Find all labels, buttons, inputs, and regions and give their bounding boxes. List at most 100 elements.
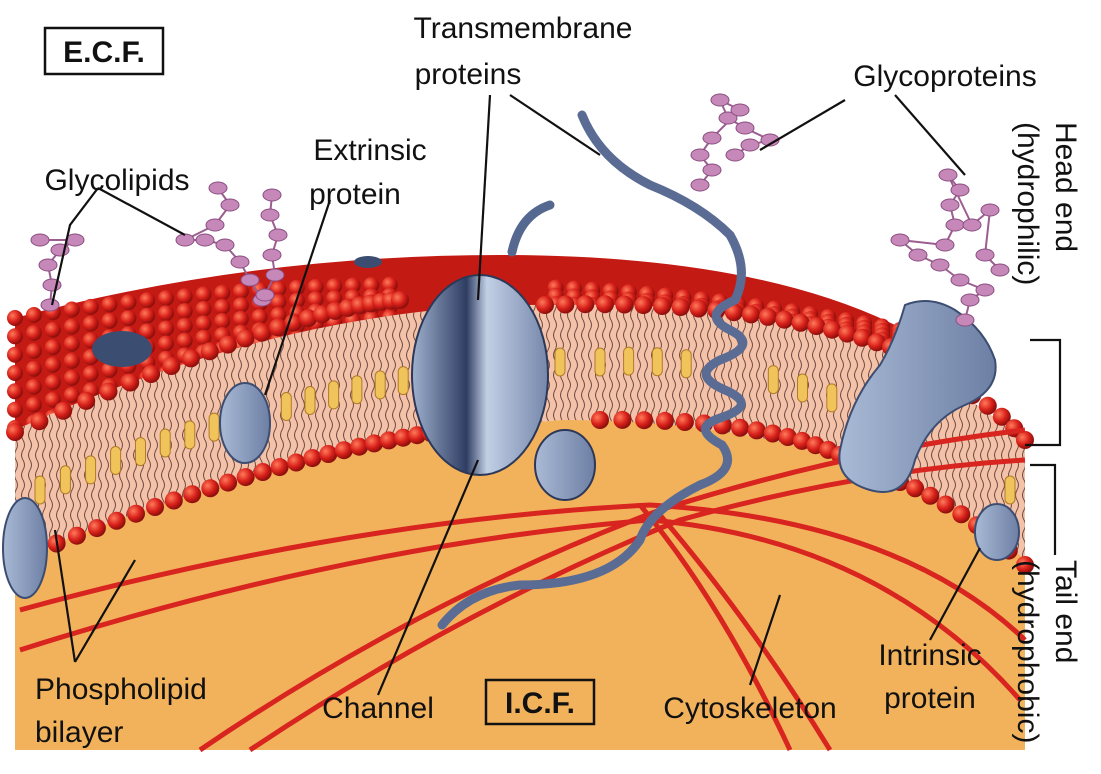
phospholipid-head [7, 347, 23, 363]
phospholipid-head [319, 445, 337, 463]
phospholipid-head [139, 308, 155, 324]
glycan-bead [703, 164, 721, 176]
glycan-bead [41, 299, 59, 311]
phospholipid-head [68, 527, 86, 545]
phospholipid-head [214, 299, 230, 315]
tail-end-label-2: (hydrophobic) [1011, 560, 1044, 743]
phospholipid-head [214, 313, 230, 329]
head-end-label-1: Head end [1049, 122, 1082, 252]
glycan-bead [263, 189, 281, 201]
glycan-bead [891, 234, 909, 246]
phospholipid-head [823, 321, 841, 339]
phospholipid-head [350, 438, 368, 456]
glycan-bead [209, 182, 227, 194]
cholesterol [1005, 476, 1015, 504]
phospholipid-head [26, 361, 42, 377]
phospholipid-head [335, 441, 353, 459]
glycan-bead [263, 249, 281, 261]
glycan-bead [269, 229, 287, 241]
phospholipid-head [64, 370, 80, 386]
glycan-bead [936, 239, 954, 251]
phospholipid-head [615, 296, 633, 314]
glycan-link [985, 210, 990, 255]
phospholipid-head [45, 339, 61, 355]
glycan-bead [703, 132, 721, 144]
cholesterol [160, 429, 170, 457]
phospholipid-head [121, 374, 139, 392]
phospholipid-head [952, 505, 970, 523]
intrinsic-label-2: protein [884, 682, 976, 715]
channel-label: Channel [322, 692, 434, 725]
phospholipid-label-2: bilayer [35, 716, 123, 749]
glycan-bead [731, 104, 749, 116]
phospholipid-head [937, 496, 955, 514]
phospholipid-head [807, 317, 825, 335]
tail-end-label-1: Tail end [1049, 560, 1082, 663]
phospholipid-head [635, 411, 653, 429]
cholesterol [305, 387, 315, 415]
phospholipid-head [219, 474, 237, 492]
phospholipid-head [158, 320, 174, 336]
phospholipid-head [6, 423, 24, 441]
phospholipid-head [656, 412, 674, 430]
phospholipid-head [214, 285, 230, 301]
glycan-bead [66, 234, 84, 246]
left-edge-protein [3, 498, 47, 598]
glycan-bead [736, 122, 754, 134]
phospholipid-head [77, 392, 95, 410]
phospholipid-label-1: Phospholipid [35, 673, 207, 706]
phospholipid-head [142, 365, 160, 383]
phospholipid-head [146, 498, 164, 516]
phospholipid-head [253, 324, 271, 342]
phospholipid-head [177, 288, 193, 304]
phospholipid-head [271, 458, 289, 476]
extrinsic-label-2: protein [309, 178, 401, 211]
phospholipid-head [182, 349, 200, 367]
cholesterol [827, 384, 837, 412]
phospholipid-head [556, 296, 574, 314]
intrinsic-protein-lower [975, 504, 1019, 560]
phospholipid-head [201, 479, 219, 497]
phospholipid-head [108, 512, 126, 530]
phospholipid-head [88, 519, 106, 537]
head-end-label-2: (hydrophilic) [1011, 122, 1044, 285]
phospholipid-head [127, 505, 145, 523]
glycan-bead [206, 219, 224, 231]
phospholipid-head [64, 319, 80, 335]
phospholipid-head [177, 333, 193, 349]
cholesterol [595, 348, 605, 376]
phospholipid-head [775, 311, 793, 329]
cholesterol [398, 367, 408, 395]
phospholipid-head [64, 353, 80, 369]
glycan-bead [221, 199, 239, 211]
phospholipid-head [676, 413, 694, 431]
cholesterol [329, 381, 339, 409]
phospholipid-head [120, 310, 136, 326]
glycan-bead [931, 259, 949, 271]
glycan-bead [256, 289, 274, 301]
glycan-bead [39, 259, 57, 271]
cholesterol [352, 376, 362, 404]
glycan-bead [31, 234, 49, 246]
phospholipid-head [177, 303, 193, 319]
cholesterol [86, 456, 96, 484]
transmembrane-label-2: proteins [415, 58, 522, 91]
glycan-bead [176, 234, 194, 246]
phospholipid-head [158, 290, 174, 306]
cholesterol [555, 348, 565, 376]
phospholipid-head [7, 383, 23, 399]
phospholipid-head [690, 300, 708, 318]
cholesterol [136, 438, 146, 466]
phospholipid-head [120, 294, 136, 310]
cholesterol [681, 350, 691, 378]
glycan-bead [963, 219, 981, 231]
phospholipid-head [287, 454, 305, 472]
phospholipid-head [748, 421, 766, 439]
glycan-bead [216, 239, 234, 251]
phospholipid-head [83, 299, 99, 315]
phospholipid-head [196, 301, 212, 317]
phospholipid-head [7, 310, 23, 326]
phospholipid-head [54, 402, 72, 420]
